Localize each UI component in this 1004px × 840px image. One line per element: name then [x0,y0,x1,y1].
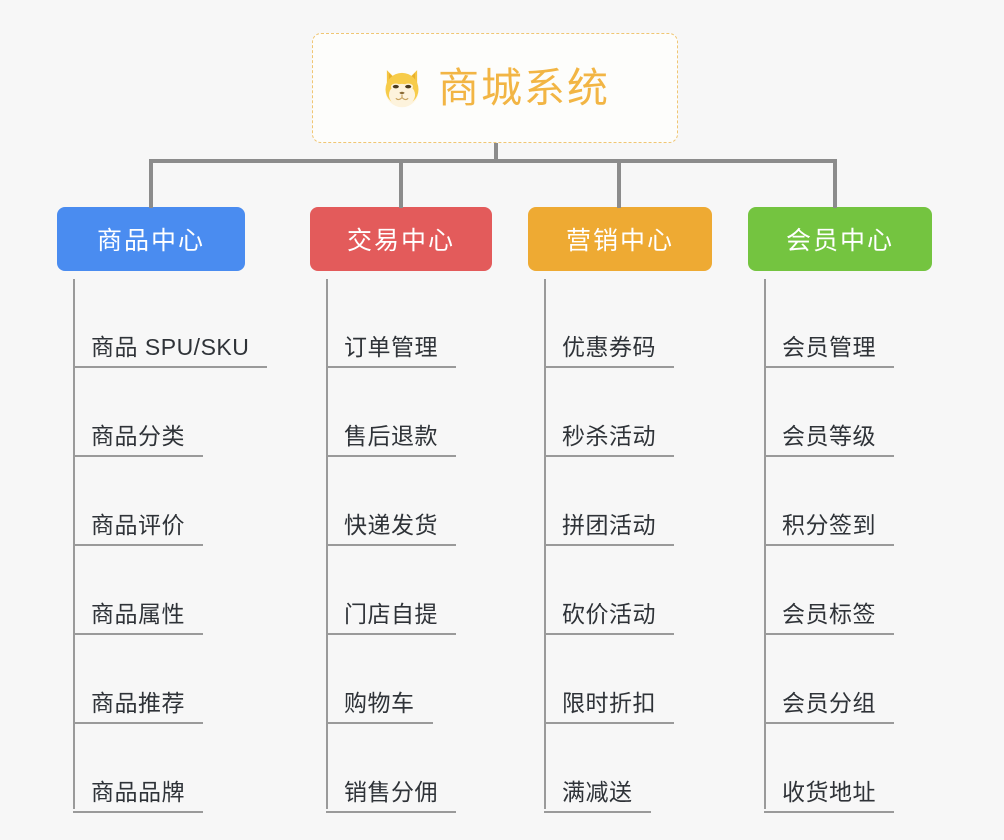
leaf-item[interactable]: 门店自提 [310,546,492,635]
leaf-item[interactable]: 商品推荐 [57,635,245,724]
leaf-label: 商品 SPU/SKU [91,333,250,360]
leaf-item[interactable]: 秒杀活动 [528,368,712,457]
root-node[interactable]: 商城系统 [312,33,678,143]
leaf-underline: 商品 SPU/SKU [73,333,268,368]
leaf-item[interactable]: 优惠券码 [528,279,712,368]
leaf-item[interactable]: 商品分类 [57,368,245,457]
leaf-label: 会员管理 [782,333,876,360]
leaf-label: 限时折扣 [562,689,656,716]
category-header-member-center[interactable]: 会员中心 [748,207,932,271]
leaf-label: 拼团活动 [562,511,656,538]
leaf-list-trade-center: 订单管理售后退款快递发货门店自提购物车销售分佣 [310,271,492,813]
category-header-marketing-center[interactable]: 营销中心 [528,207,712,271]
connector-drop-marketing-center [617,159,621,208]
leaf-item[interactable]: 售后退款 [310,368,492,457]
leaf-item[interactable]: 会员分组 [748,635,932,724]
leaf-item[interactable]: 销售分佣 [310,724,492,813]
leaf-item[interactable]: 拼团活动 [528,457,712,546]
leaf-item[interactable]: 限时折扣 [528,635,712,724]
leaf-label: 订单管理 [344,333,438,360]
leaf-list-member-center: 会员管理会员等级积分签到会员标签会员分组收货地址 [748,271,932,813]
leaf-label: 销售分佣 [344,778,438,805]
leaf-underline: 会员等级 [764,424,894,457]
leaf-label: 会员分组 [782,689,876,716]
leaf-underline: 会员管理 [764,335,894,368]
leaf-underline: 限时折扣 [544,691,674,724]
leaf-item[interactable]: 会员等级 [748,368,932,457]
connector-drop-trade-center [399,159,403,208]
leaf-item[interactable]: 收货地址 [748,724,932,813]
leaf-label: 优惠券码 [562,333,656,360]
branch-column-product-center: 商品中心商品 SPU/SKU 商品分类商品评价商品属性商品推荐商品品牌 [57,207,268,813]
leaf-label: 收货地址 [782,778,876,805]
leaf-item[interactable]: 满减送 [528,724,712,813]
shiba-dog-face-icon [380,66,424,110]
leaf-underline: 积分签到 [764,513,894,546]
leaf-underline: 商品推荐 [73,691,203,724]
leaf-item[interactable]: 商品品牌 [57,724,245,813]
leaf-item[interactable]: 商品属性 [57,546,245,635]
leaf-item[interactable]: 会员标签 [748,546,932,635]
leaf-underline: 拼团活动 [544,513,674,546]
leaf-underline: 会员分组 [764,691,894,724]
leaf-underline: 优惠券码 [544,335,674,368]
connector-drop-product-center [149,159,153,208]
leaf-item[interactable]: 商品评价 [57,457,245,546]
leaf-underline: 商品评价 [73,513,203,546]
leaf-underline: 收货地址 [764,780,894,813]
leaf-underline: 商品分类 [73,424,203,457]
leaf-underline: 商品品牌 [73,780,203,813]
leaf-label: 会员等级 [782,422,876,449]
leaf-underline: 满减送 [544,780,651,813]
leaf-underline: 会员标签 [764,602,894,635]
leaf-label: 商品推荐 [91,689,185,716]
leaf-underline: 购物车 [326,691,433,724]
leaf-underline: 门店自提 [326,602,456,635]
connector-drop-member-center [833,159,837,208]
leaf-label: 商品属性 [91,600,185,627]
leaf-item[interactable]: 积分签到 [748,457,932,546]
leaf-label: 商品品牌 [91,778,185,805]
leaf-label: 售后退款 [344,422,438,449]
branch-column-marketing-center: 营销中心优惠券码秒杀活动拼团活动砍价活动限时折扣满减送 [528,207,712,813]
leaf-label: 秒杀活动 [562,422,656,449]
leaf-label: 砍价活动 [562,600,656,627]
leaf-underline: 订单管理 [326,335,456,368]
root-title: 商城系统 [438,64,610,111]
leaf-item[interactable]: 快递发货 [310,457,492,546]
leaf-underline: 售后退款 [326,424,456,457]
leaf-item[interactable]: 会员管理 [748,279,932,368]
leaf-label: 会员标签 [782,600,876,627]
leaf-underline: 砍价活动 [544,602,674,635]
category-header-product-center[interactable]: 商品中心 [57,207,245,271]
branch-column-member-center: 会员中心会员管理会员等级积分签到会员标签会员分组收货地址 [748,207,932,813]
leaf-label: 商品分类 [91,422,185,449]
leaf-label: 积分签到 [782,511,876,538]
leaf-underline: 快递发货 [326,513,456,546]
category-header-trade-center[interactable]: 交易中心 [310,207,492,271]
leaf-list-product-center: 商品 SPU/SKU 商品分类商品评价商品属性商品推荐商品品牌 [57,271,268,813]
leaf-underline: 秒杀活动 [544,424,674,457]
leaf-list-marketing-center: 优惠券码秒杀活动拼团活动砍价活动限时折扣满减送 [528,271,712,813]
branch-column-trade-center: 交易中心订单管理售后退款快递发货门店自提购物车销售分佣 [310,207,492,813]
leaf-label: 满减送 [562,778,633,805]
leaf-label: 商品评价 [91,511,185,538]
leaf-item[interactable]: 购物车 [310,635,492,724]
leaf-underline: 商品属性 [73,602,203,635]
leaf-label: 购物车 [344,689,415,716]
leaf-item[interactable]: 砍价活动 [528,546,712,635]
connector-horizontal-bus [149,159,835,163]
connector-root-stem [494,143,498,162]
leaf-label: 门店自提 [344,600,438,627]
leaf-item[interactable]: 商品 SPU/SKU [57,279,268,368]
leaf-item[interactable]: 订单管理 [310,279,492,368]
leaf-label: 快递发货 [344,511,438,538]
leaf-underline: 销售分佣 [326,780,456,813]
